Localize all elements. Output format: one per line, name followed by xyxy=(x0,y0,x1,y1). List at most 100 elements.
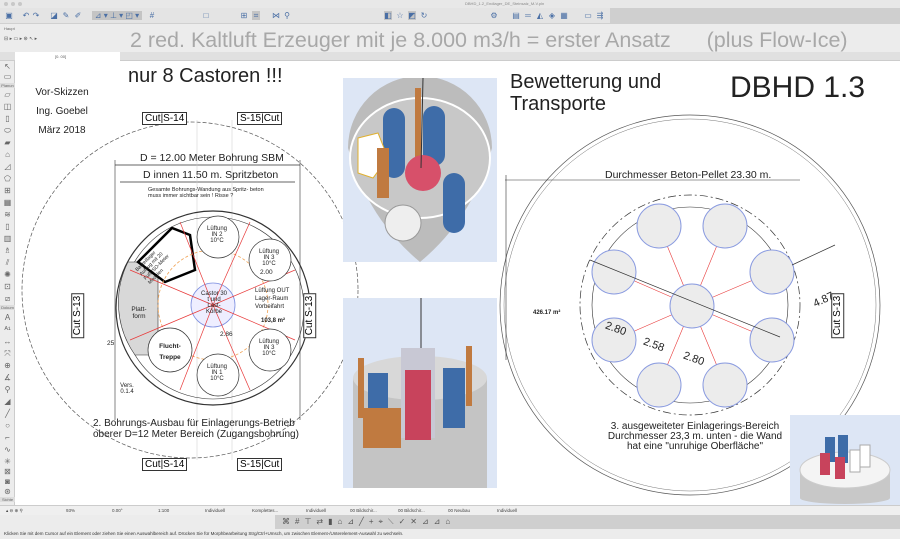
floor-plan-icon[interactable]: ▤ xyxy=(512,11,520,20)
magnify-icon[interactable]: ⚲ xyxy=(284,11,290,20)
radial-dimension-icon[interactable]: ⊕ xyxy=(4,361,11,370)
wall-tool-icon[interactable]: ▱ xyxy=(4,90,11,99)
castor-slot xyxy=(749,249,795,295)
caption-line: hat eine "unruhige Oberfläche" xyxy=(626,441,764,452)
shell-tool-icon[interactable]: ◿ xyxy=(4,162,11,171)
section-marker-s13-right[interactable]: Cut S-13 xyxy=(303,292,317,339)
3d-render-overview[interactable] xyxy=(790,415,900,505)
settings-icon[interactable]: ⚙ xyxy=(490,11,498,20)
save-icon[interactable]: ▣ xyxy=(5,11,13,20)
graphic-override-1[interactable]: 00 Bildschir... xyxy=(350,508,377,513)
mirror-icon[interactable]: ⋈ xyxy=(272,11,280,20)
scale-selector[interactable]: 1:100 xyxy=(158,508,170,513)
3d-render-top-view[interactable] xyxy=(343,76,497,262)
publish-icon[interactable]: ⇶ xyxy=(596,11,604,20)
dimension-tool-icon[interactable]: ↔ xyxy=(3,337,12,346)
zoom-window-button[interactable] xyxy=(18,2,22,6)
pen-set[interactable]: Individuell xyxy=(306,508,327,513)
zoom-controls-icon[interactable]: ▴ ⊖ ⊕ ⚲ xyxy=(6,508,23,513)
rotate-icon[interactable]: ↻ xyxy=(420,11,428,20)
cut-label: Cut xyxy=(145,459,161,470)
section-marker-s13-left[interactable]: Cut S-13 xyxy=(71,292,85,339)
spot-icon[interactable]: ⚲ xyxy=(4,385,11,394)
section-marker-s14-bottom[interactable]: Cut|S-14 xyxy=(142,458,188,471)
minimize-window-button[interactable] xyxy=(11,2,15,6)
spline-tool-icon[interactable]: ∿ xyxy=(4,445,11,454)
camera-tool-icon[interactable]: ◙ xyxy=(5,477,10,486)
drawing-canvas[interactable]: nur 8 Castoren !!! Bewetterung und Trans… xyxy=(15,61,900,505)
toolbox-section-design[interactable]: Planun xyxy=(0,83,15,88)
curtain-icon[interactable]: ▥ xyxy=(3,234,12,243)
change-marker-icon[interactable]: ⊛ xyxy=(4,487,11,496)
level-dimension-icon[interactable]: ⤧ xyxy=(4,349,11,358)
escape-stair xyxy=(147,327,193,373)
3d-icon[interactable]: ◈ xyxy=(548,11,556,20)
angle-dimension-icon[interactable]: ∡ xyxy=(3,373,12,382)
star-icon[interactable]: ☆ xyxy=(396,11,404,20)
worksheet-icon[interactable]: ▦ xyxy=(560,11,568,20)
section-marker-s15-bottom[interactable]: S-15|Cut xyxy=(237,458,283,471)
circle-tool-icon[interactable]: ○ xyxy=(5,421,10,430)
undo-icon[interactable]: ↶ xyxy=(22,11,30,20)
3d-render-perspective[interactable] xyxy=(343,298,497,488)
mesh-tool-icon[interactable]: ⧄ xyxy=(4,294,11,303)
layers-icon[interactable]: ◧ xyxy=(384,11,392,20)
roof-tool-icon[interactable]: ⌂ xyxy=(5,150,10,159)
arrow-tool-icon[interactable]: ↖ xyxy=(4,62,11,71)
marquee-tool-icon[interactable]: ▭ xyxy=(3,72,12,81)
grid-icon[interactable]: # xyxy=(149,11,155,20)
zone-tool-icon[interactable]: ⊡ xyxy=(4,282,11,291)
object-tool-icon[interactable]: ♗ xyxy=(3,246,12,255)
rotation-angle[interactable]: 0.00° xyxy=(112,508,123,513)
castor-count-note: nur 8 Castoren !!! xyxy=(128,65,283,87)
elevation-icon[interactable]: ◭ xyxy=(536,11,544,20)
toolbox-section-document[interactable]: Dokum xyxy=(0,305,15,310)
eyedropper-icon[interactable]: ✎ xyxy=(62,11,70,20)
line-tool-icon[interactable]: ╱ xyxy=(5,409,10,418)
snap-guides-button[interactable]: ⊿ ▾ ⊥ ▾ ◰ ▾ xyxy=(92,11,142,20)
beam-tool-icon[interactable]: ⬭ xyxy=(4,126,11,135)
layout-icon[interactable]: ▭ xyxy=(584,11,592,20)
selection-controls[interactable]: ⊟ ▸ ▭ ▸ ⊛ ↖ ▸ xyxy=(4,36,38,42)
table-icon[interactable]: ⊞ xyxy=(240,11,248,20)
renovation-filter[interactable]: 00 Neubau xyxy=(448,508,471,513)
grid-snap-icon[interactable]: ⌗ xyxy=(252,11,260,20)
text-tool-icon[interactable]: A xyxy=(4,313,11,322)
snap-tools-icons[interactable]: ⌘#⊤⇄▮⌂⊿╱+⌖⟍✓✕⊿⊿⌂ xyxy=(282,517,456,526)
tab-floor-plan[interactable]: [0. 00] xyxy=(15,52,120,61)
polyline-tool-icon[interactable]: ⌐ xyxy=(5,433,10,442)
slab-tool-icon[interactable]: ▰ xyxy=(4,138,11,147)
lamp-tool-icon[interactable]: ✺ xyxy=(4,270,11,279)
section-icon[interactable]: ═ xyxy=(525,11,531,20)
layer-combination[interactable]: Individuell xyxy=(205,508,226,513)
door-tool-icon[interactable]: ▯ xyxy=(5,222,10,231)
model-view[interactable]: Komplettes... xyxy=(252,508,279,513)
structure-display[interactable]: Individuell xyxy=(497,508,518,513)
rectangle-icon[interactable]: □ xyxy=(203,11,209,20)
railing-tool-icon[interactable]: ⫽ xyxy=(5,258,10,267)
toolbox-section-view[interactable]: Sichte xyxy=(0,497,15,502)
graphic-override-2[interactable]: 00 Bildschir... xyxy=(398,508,425,513)
pick-icon[interactable]: ◪ xyxy=(50,11,58,20)
window-tool-icon[interactable]: ⊞ xyxy=(4,186,11,195)
section-marker-s14[interactable]: Cut|S-14 xyxy=(142,112,188,125)
figure-tool-icon[interactable]: ⊠ xyxy=(4,467,11,476)
redo-icon[interactable]: ↷ xyxy=(32,11,40,20)
close-window-button[interactable] xyxy=(4,2,8,6)
caption-line: oberer D=12 Meter Bereich (Zugangsbohrun… xyxy=(93,429,299,440)
section-marker-s15[interactable]: S-15|Cut xyxy=(237,112,283,125)
stair-tool-icon[interactable]: ≋ xyxy=(4,210,11,219)
zoom-level[interactable]: 93% xyxy=(66,508,76,513)
skylight-icon[interactable]: ▦ xyxy=(3,198,12,207)
label-tool-icon[interactable]: ᴬ¹ xyxy=(4,325,11,334)
hotspot-tool-icon[interactable]: ✳ xyxy=(4,457,11,466)
morph-tool-icon[interactable]: ⬠ xyxy=(4,174,11,183)
syringe-icon[interactable]: ✐ xyxy=(74,11,82,20)
curtain-wall-icon[interactable]: ◫ xyxy=(3,102,12,111)
fill-tool-icon[interactable]: ◢ xyxy=(4,397,11,406)
caption-line: Durchmesser 23,3 m. unten - die Wand xyxy=(607,431,783,442)
castor-slot xyxy=(702,362,748,408)
cut-id: S-15 xyxy=(240,459,262,470)
column-tool-icon[interactable]: ▯ xyxy=(5,114,10,123)
view-icon[interactable]: ◩ xyxy=(408,11,416,20)
